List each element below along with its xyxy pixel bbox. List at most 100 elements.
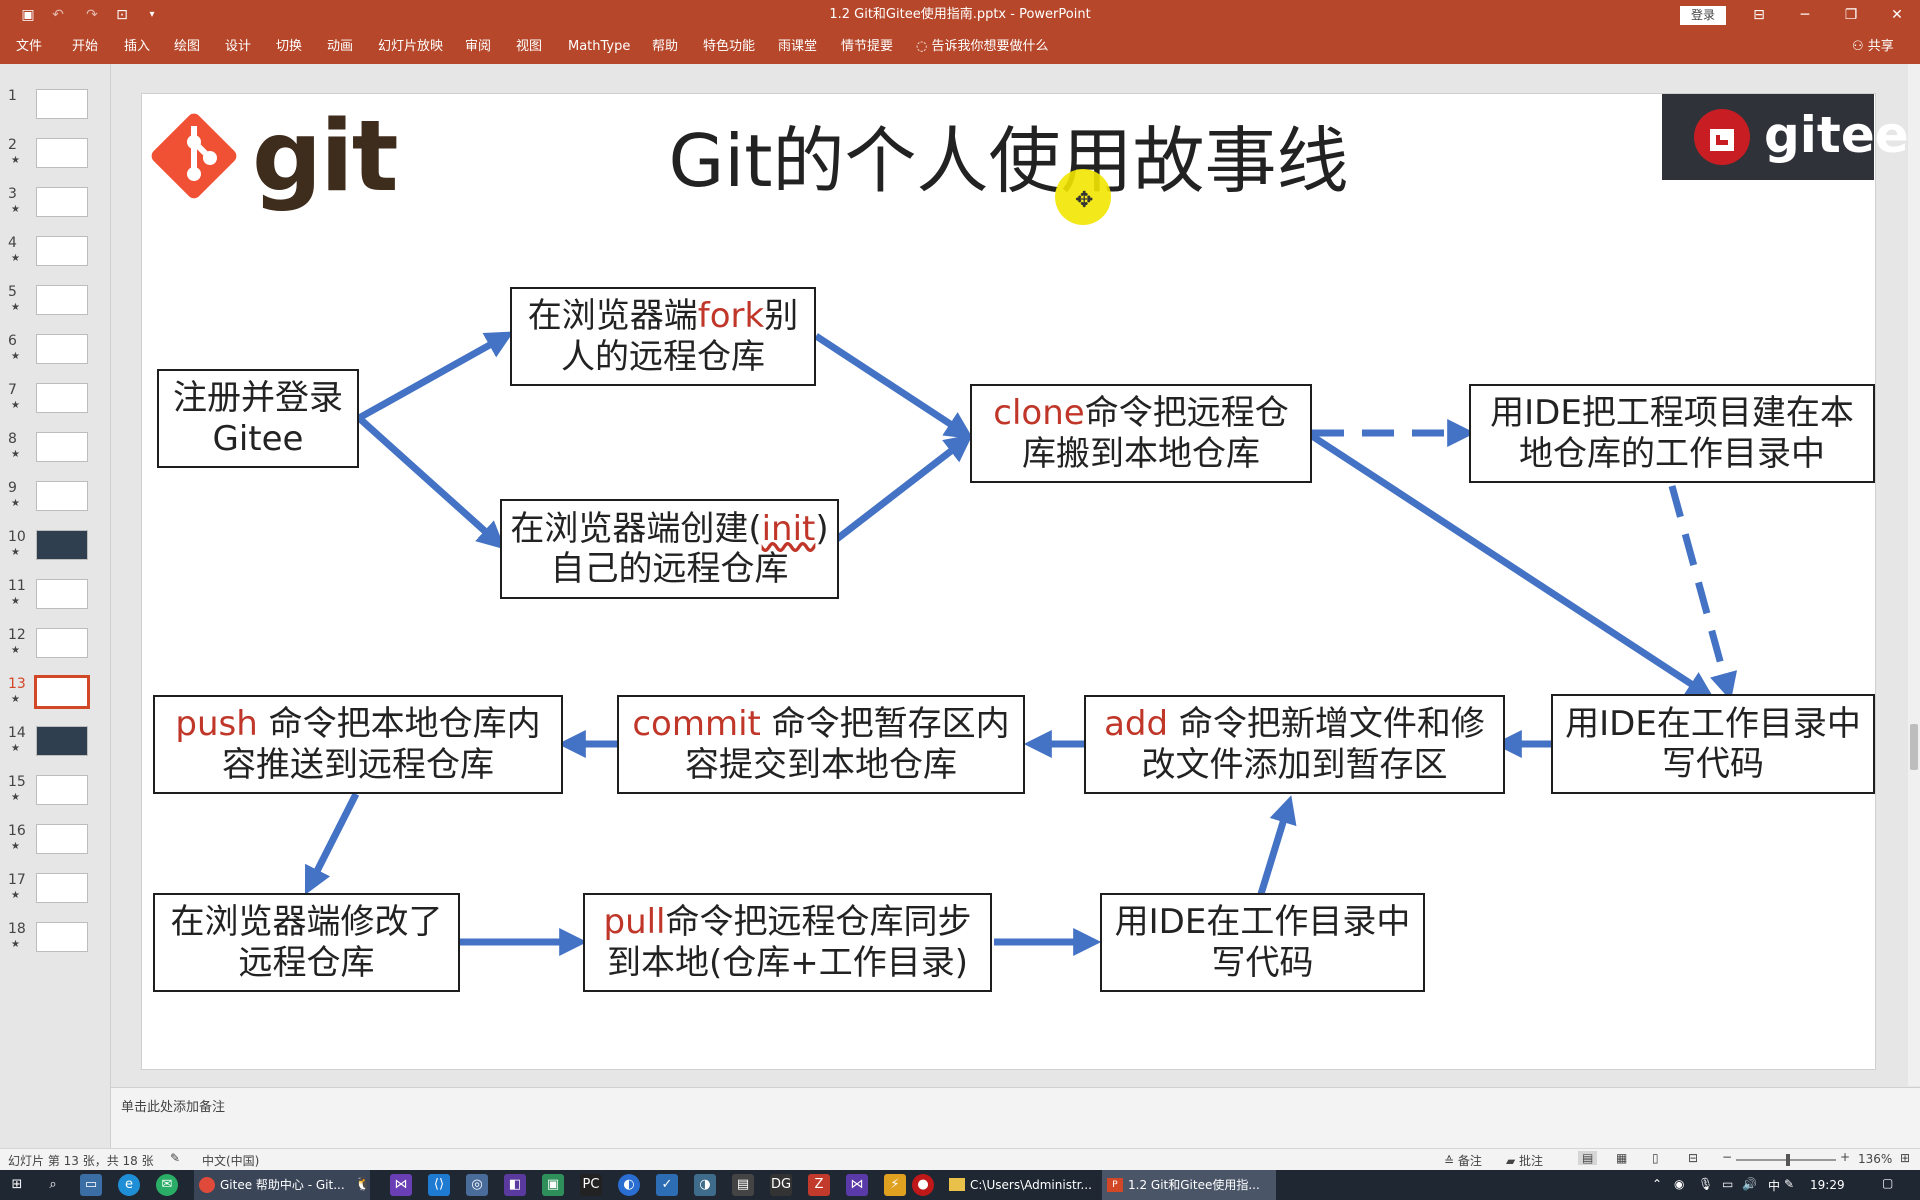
microphone-icon[interactable]: 🎙 [1698,1177,1714,1191]
step-commit[interactable]: commit 命令把暂存区内容提交到本地仓库 [617,695,1025,794]
app-icon-4[interactable]: ◐ [618,1174,640,1196]
desktop-icon[interactable]: ▭ [80,1174,102,1196]
windows-start-icon[interactable]: ⊞ [11,1177,23,1192]
slide-thumbnail[interactable]: 9★ [0,466,110,515]
notifications-icon[interactable]: ▢ [1882,1176,1894,1190]
login-button[interactable]: 登录 [1680,6,1726,25]
minimize-button[interactable]: ─ [1800,7,1810,23]
app-icon-7[interactable]: ▤ [732,1174,754,1196]
tab-draw[interactable]: 绘图 [174,39,201,54]
app-icon-6[interactable]: ◑ [694,1174,716,1196]
slide-thumbnail[interactable]: 17★ [0,858,110,907]
slide-thumbnail[interactable]: 7★ [0,368,110,417]
search-icon[interactable]: ⌕ [49,1177,57,1192]
slide-thumbnail[interactable]: 3★ [0,172,110,221]
app-icon-5[interactable]: ✓ [656,1174,678,1196]
app-icon-1[interactable]: ◎ [466,1174,488,1196]
zoom-in-button[interactable]: + [1840,1150,1851,1164]
tab-file[interactable]: 文件 [16,39,43,54]
undo-icon[interactable]: ↶ [52,7,64,23]
step-clone[interactable]: clone命令把远程仓库搬到本地仓库 [970,384,1312,483]
vscode-icon[interactable]: ⟨⟩ [428,1174,450,1196]
edge-icon[interactable]: e [118,1174,140,1196]
slide-thumbnail[interactable]: 8★ [0,417,110,466]
zoom-slider-thumb[interactable] [1786,1154,1790,1166]
pycharm-icon[interactable]: PC [580,1174,602,1196]
app-icon-2[interactable]: ◧ [504,1174,526,1196]
slide-canvas[interactable]: Git的个人使用故事线 git gitee [141,93,1909,1070]
step-browser-modify[interactable]: 在浏览器端修改了远程仓库 [153,893,460,992]
zoom-level[interactable]: 136% [1858,1152,1893,1166]
close-button[interactable]: ✕ [1891,7,1903,23]
tab-view[interactable]: 视图 [516,39,543,54]
comments-toggle[interactable]: ▰ 批注 [1506,1154,1544,1168]
notes-placeholder[interactable]: 单击此处添加备注 [121,1100,226,1115]
notes-toggle[interactable]: ≙ 备注 [1444,1154,1482,1168]
share-button[interactable]: ⚇ 共享 [1852,30,1894,64]
tray-app-icon[interactable]: ◉ [1674,1177,1685,1191]
scrollbar-thumb[interactable] [1910,724,1918,770]
tab-help[interactable]: 帮助 [652,39,679,54]
slide-thumbnail[interactable]: 12★ [0,613,110,662]
taskbar-app-explorer[interactable]: C:\Users\Administr... [944,1170,1116,1200]
tab-transitions[interactable]: 切换 [276,39,303,54]
tab-mathtype[interactable]: MathType [568,39,631,54]
wechat-icon[interactable]: ✉ [156,1174,178,1196]
clock[interactable]: 19:29 [1810,1178,1845,1192]
tab-home[interactable]: 开始 [72,39,99,54]
spellcheck-icon[interactable]: ✎ [170,1151,181,1165]
visual-studio-icon[interactable]: ⋈ [390,1174,412,1196]
slide-sorter-icon[interactable]: ▦ [1616,1151,1628,1165]
taskbar-app-powerpoint[interactable]: P 1.2 Git和Gitee使用指... [1102,1170,1276,1200]
customize-qat-icon[interactable]: ▾ [149,9,155,20]
tab-design[interactable]: 设计 [225,39,252,54]
notes-pane[interactable]: 单击此处添加备注 [111,1087,1920,1149]
taskbar-app-chrome[interactable]: Gitee 帮助中心 - Git... [194,1170,370,1200]
pen-icon[interactable]: ✎ [1784,1177,1795,1191]
app-icon-8[interactable]: ⚡ [884,1174,906,1196]
step-init[interactable]: 在浏览器端创建(init)自己的远程仓库 [500,499,839,599]
slide-thumbnail[interactable]: 2★ [0,123,110,172]
ribbon-display-options-icon[interactable]: ⊟ [1753,7,1765,23]
tell-me-search[interactable]: ◌ 告诉我你想要做什么 [916,30,1049,64]
slide-thumbnail-current[interactable]: 13★ [0,662,110,711]
save-icon[interactable]: ▣ [21,7,35,23]
tab-slideshow[interactable]: 幻灯片放映 [378,39,444,54]
zoom-out-button[interactable]: − [1722,1150,1733,1164]
slide-thumbnail[interactable]: 18★ [0,907,110,956]
tab-special-features[interactable]: 特色功能 [703,39,756,54]
step-ide-code-bottom[interactable]: 用IDE在工作目录中写代码 [1100,893,1425,992]
zoom-slider[interactable] [1736,1154,1836,1166]
normal-view-icon[interactable]: ▤ [1578,1151,1598,1165]
step-pull[interactable]: pull命令把远程仓库同步到本地(仓库+工作目录) [583,893,992,992]
start-from-beginning-icon[interactable]: ⊡ [116,7,128,23]
step-add[interactable]: add 命令把新增文件和修改文件添加到暂存区 [1084,695,1505,794]
filezilla-icon[interactable]: Z [808,1174,830,1196]
tray-chevron-icon[interactable]: ⌃ [1652,1177,1663,1191]
step-ide-code-right[interactable]: 用IDE在工作目录中写代码 [1551,694,1875,794]
qq-icon[interactable]: 🐧 [354,1177,372,1192]
slide-title[interactable]: Git的个人使用故事线 [668,119,1349,203]
reading-view-icon[interactable]: ▯ [1652,1151,1659,1165]
tab-animations[interactable]: 动画 [327,39,354,54]
tab-insert[interactable]: 插入 [124,39,151,54]
slide-thumbnail[interactable]: 6★ [0,319,110,368]
ime-indicator[interactable]: 中 [1768,1179,1781,1193]
restore-button[interactable]: ❐ [1844,7,1858,23]
app-icon-3[interactable]: ▣ [542,1174,564,1196]
slide-thumbnail[interactable]: 16★ [0,809,110,858]
slide-thumbnail[interactable]: 10★ [0,515,110,564]
datagrip-icon[interactable]: DG [770,1174,792,1196]
language-indicator[interactable]: 中文(中国) [202,1154,260,1168]
visual-studio-2-icon[interactable]: ⋈ [846,1174,868,1196]
tab-storyboard[interactable]: 情节提要 [841,39,894,54]
slide-thumbnail[interactable]: 5★ [0,270,110,319]
vertical-scrollbar[interactable] [1908,64,1920,1086]
redo-icon[interactable]: ↷ [86,7,98,23]
tab-rain-classroom[interactable]: 雨课堂 [778,39,818,54]
slide-thumbnail[interactable]: 14★ [0,711,110,760]
slideshow-view-icon[interactable]: ⊟ [1688,1151,1699,1165]
slide-thumbnail[interactable]: 4★ [0,221,110,270]
volume-icon[interactable]: 🔊 [1742,1177,1757,1191]
step-push[interactable]: push 命令把本地仓库内容推送到远程仓库 [153,695,563,794]
